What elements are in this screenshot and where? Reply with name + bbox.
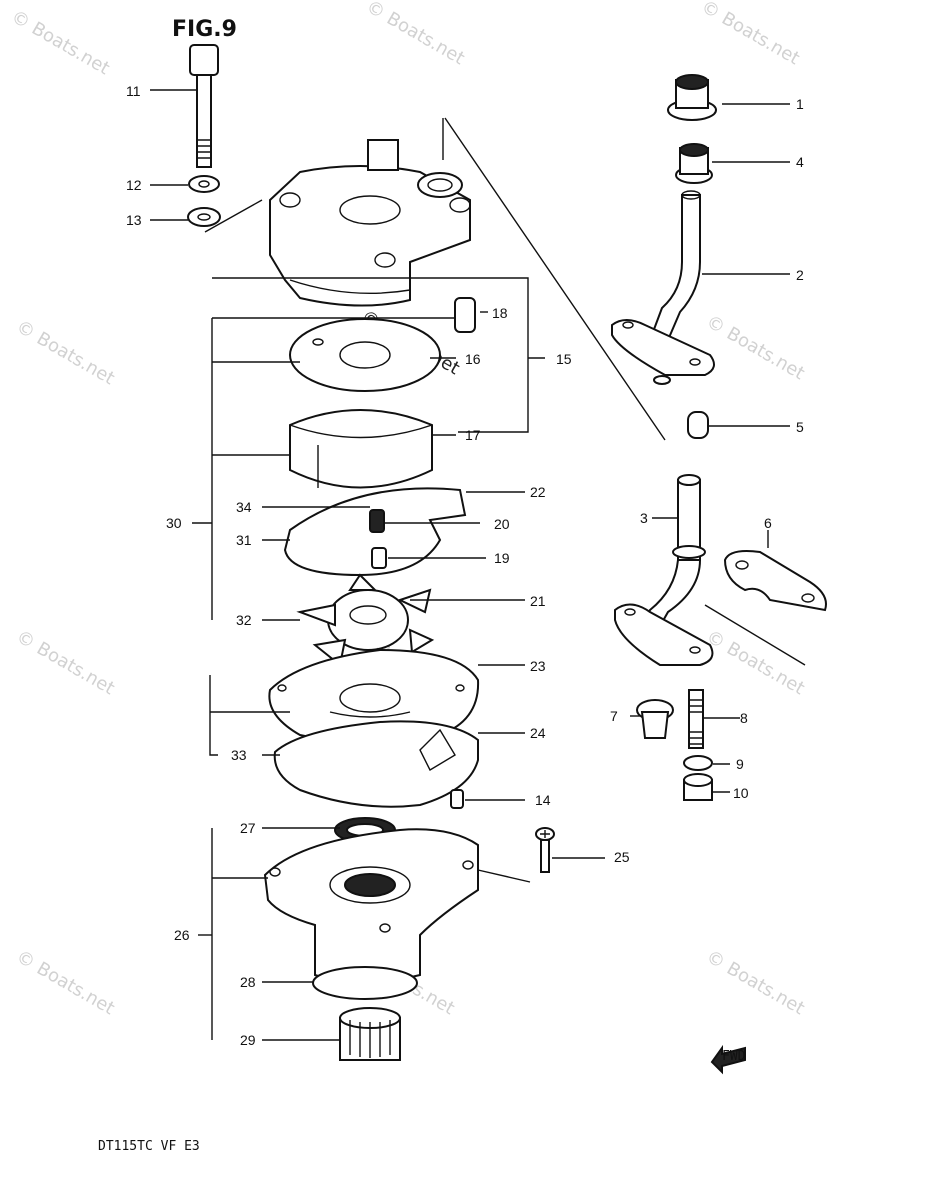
watermark: © Boats.net bbox=[13, 316, 119, 389]
water-tube-part[interactable] bbox=[611, 190, 715, 385]
front-direction-arrow: FWD bbox=[710, 1044, 746, 1075]
watermark: © Boats.net bbox=[13, 946, 119, 1019]
callout-25[interactable]: 25 bbox=[614, 849, 630, 865]
water-tube-part[interactable] bbox=[614, 474, 714, 666]
o-ring-part[interactable] bbox=[312, 966, 418, 1000]
watermark: © Boats.net bbox=[698, 0, 804, 69]
callout-19[interactable]: 19 bbox=[494, 550, 510, 566]
pump-case-part[interactable] bbox=[269, 139, 471, 307]
callout-17[interactable]: 17 bbox=[465, 427, 481, 443]
callout-1[interactable]: 1 bbox=[796, 96, 804, 112]
guide-line bbox=[204, 199, 263, 233]
figure-title: FIG.9 bbox=[172, 17, 237, 42]
callout-28[interactable]: 28 bbox=[240, 974, 256, 990]
pump-plate-part[interactable] bbox=[268, 648, 480, 745]
callout-34[interactable]: 34 bbox=[236, 499, 252, 515]
key-part[interactable] bbox=[369, 509, 385, 533]
callout-31[interactable]: 31 bbox=[236, 532, 252, 548]
callout-20[interactable]: 20 bbox=[494, 516, 510, 532]
guide-line bbox=[442, 117, 666, 441]
pump-liner-part[interactable] bbox=[289, 409, 433, 489]
callout-8[interactable]: 8 bbox=[740, 710, 748, 726]
callout-22[interactable]: 22 bbox=[530, 484, 546, 500]
stud-part[interactable] bbox=[688, 689, 704, 749]
callout-18[interactable]: 18 bbox=[492, 305, 508, 321]
callout-27[interactable]: 27 bbox=[240, 820, 256, 836]
bearing-part[interactable] bbox=[339, 1007, 401, 1061]
gasket-part[interactable] bbox=[273, 720, 479, 808]
callout-13[interactable]: 13 bbox=[126, 212, 142, 228]
callout-6[interactable]: 6 bbox=[764, 515, 772, 531]
callout-30[interactable]: 30 bbox=[166, 515, 182, 531]
callout-21[interactable]: 21 bbox=[530, 593, 546, 609]
grommet-part[interactable] bbox=[675, 143, 713, 184]
callout-7[interactable]: 7 bbox=[610, 708, 618, 724]
callout-labels: 1 2 3 4 5 6 7 8 9 10 11 12 13 14 15 16 1… bbox=[126, 83, 804, 1048]
washer-part[interactable] bbox=[683, 755, 713, 771]
callout-15[interactable]: 15 bbox=[556, 351, 572, 367]
watermark: © Boats.net bbox=[363, 0, 469, 69]
footer-code: DT115TC VF E3 bbox=[98, 1139, 200, 1154]
plug-part[interactable] bbox=[636, 699, 674, 739]
watermark: © Boats.net bbox=[703, 311, 809, 384]
leader-lines bbox=[150, 89, 790, 1041]
grommet-nut-part[interactable] bbox=[667, 74, 717, 121]
callout-9[interactable]: 9 bbox=[736, 756, 744, 772]
bolt-part[interactable] bbox=[189, 44, 219, 168]
callout-16[interactable]: 16 bbox=[465, 351, 481, 367]
callout-24[interactable]: 24 bbox=[530, 725, 546, 741]
front-mark: FWD bbox=[722, 1049, 746, 1064]
pin-part[interactable] bbox=[450, 789, 464, 809]
callout-29[interactable]: 29 bbox=[240, 1032, 256, 1048]
washer-part[interactable] bbox=[187, 207, 221, 227]
callout-33[interactable]: 33 bbox=[231, 747, 247, 763]
watermark: © Boats.net bbox=[703, 626, 809, 699]
washer-hole bbox=[197, 213, 211, 221]
callout-2[interactable]: 2 bbox=[796, 267, 804, 283]
callout-4[interactable]: 4 bbox=[796, 154, 804, 170]
grommet-part[interactable] bbox=[687, 411, 709, 439]
callout-23[interactable]: 23 bbox=[530, 658, 546, 674]
plate-part[interactable] bbox=[723, 550, 827, 612]
watermark: © Boats.net bbox=[13, 626, 119, 699]
nut-part[interactable] bbox=[683, 773, 713, 801]
screw-part[interactable] bbox=[535, 827, 555, 873]
impeller-part[interactable] bbox=[296, 573, 435, 672]
callout-5[interactable]: 5 bbox=[796, 419, 804, 435]
washer-part[interactable] bbox=[188, 175, 220, 193]
callout-12[interactable]: 12 bbox=[126, 177, 142, 193]
pump-plate-part[interactable] bbox=[289, 318, 441, 392]
callout-14[interactable]: 14 bbox=[535, 792, 551, 808]
callout-32[interactable]: 32 bbox=[236, 612, 252, 628]
callout-10[interactable]: 10 bbox=[733, 785, 749, 801]
washer-hole bbox=[198, 180, 210, 188]
callout-26[interactable]: 26 bbox=[174, 927, 190, 943]
callout-3[interactable]: 3 bbox=[640, 510, 648, 526]
watermark: © Boats.net bbox=[8, 6, 114, 79]
watermark: © Boats.net bbox=[703, 946, 809, 1019]
callout-11[interactable]: 11 bbox=[126, 83, 141, 99]
pump-case-lower-part[interactable] bbox=[263, 828, 479, 984]
key-part[interactable] bbox=[371, 547, 387, 569]
guide-line bbox=[704, 604, 806, 666]
dowel-pin-part[interactable] bbox=[454, 297, 476, 333]
